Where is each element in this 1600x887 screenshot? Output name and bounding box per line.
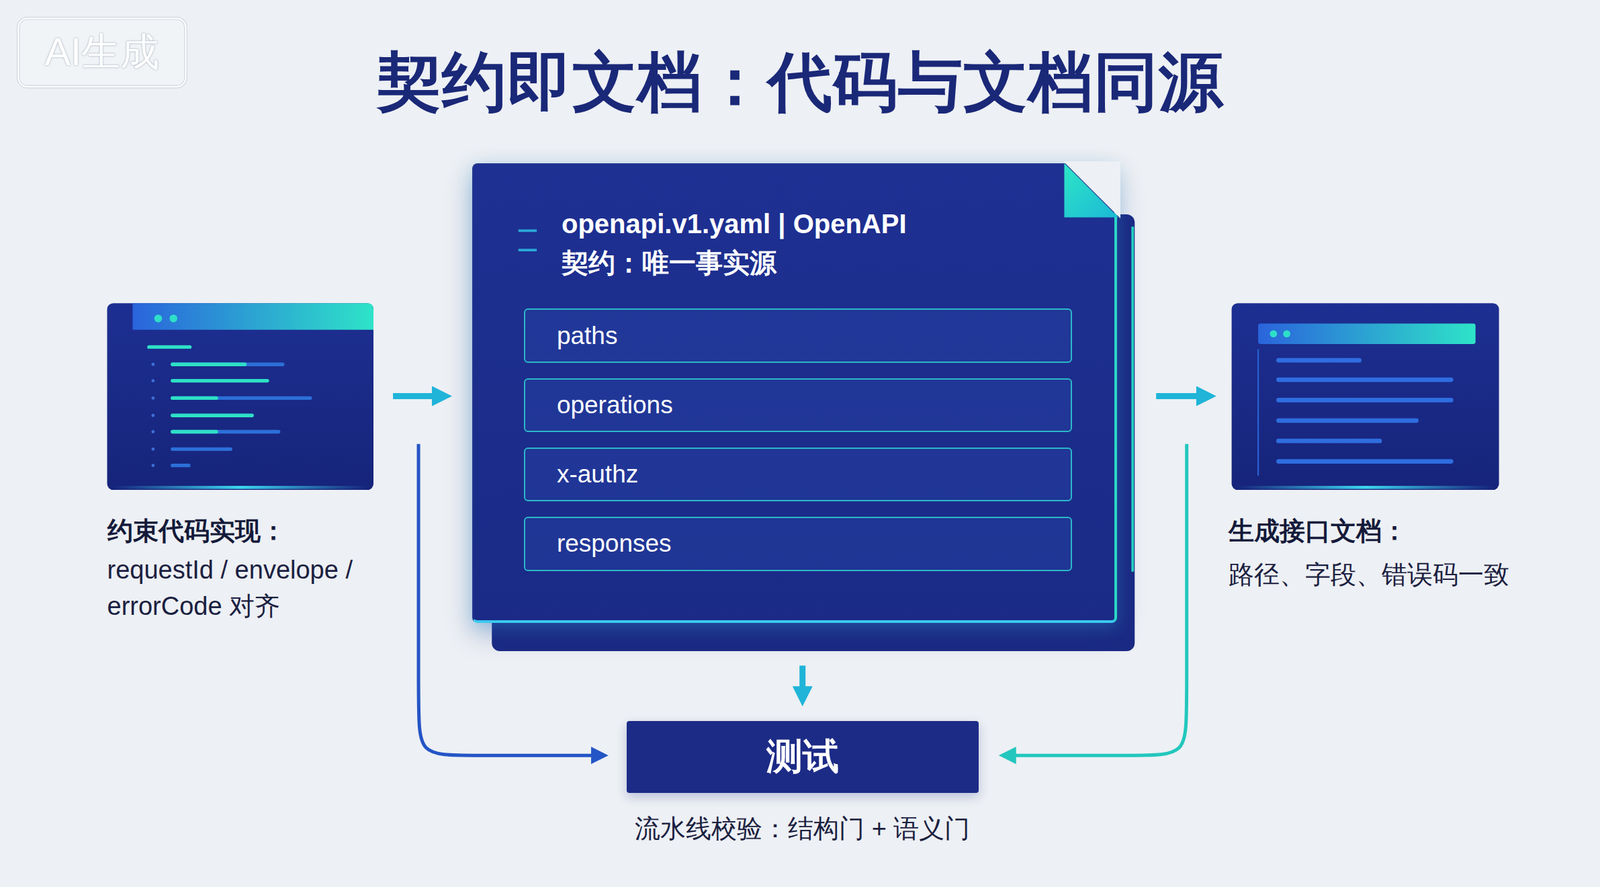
code-line [172,396,311,400]
header-dash [518,229,537,232]
window-title-bar [132,302,374,330]
doc-line [1278,397,1451,403]
connector-arrow [799,664,806,700]
line-bullets [151,362,155,467]
code-line [172,429,217,434]
section-name: responses [556,529,672,558]
line-bullet [151,362,155,367]
doc-line [1278,417,1416,423]
node-caption: 流水线校验：结构门 + 语义门 [634,812,970,844]
header-dash [518,248,537,252]
window-dot [1282,329,1291,338]
node-body: 路径、字段、错误码一致 [1228,556,1525,593]
node-heading: 约束代码实现： [107,512,363,549]
line-bullet [151,396,155,400]
test-box: 测试流水线校验：结构门 + 语义门 [626,720,979,794]
window-rule [1257,348,1259,475]
watermark: AI生成 [18,18,186,87]
connector-arrow [1005,443,1187,755]
section-name: operations [556,390,674,420]
line-bullet [151,447,155,451]
contract-document: openapi.v1.yaml | OpenAPI契约：唯一事实源 paths op… [472,163,1118,623]
code-line [172,362,246,367]
connector-arrow [392,392,447,399]
line-bullet [151,378,155,383]
watermark-frame-inner [18,18,186,87]
code-line [149,345,191,349]
code-window [107,302,374,490]
code-line [172,378,268,383]
doc-window [1231,302,1500,490]
node-heading: 测试 [766,732,839,782]
sheet-edge-glow [1131,226,1134,571]
line-bullet [151,429,155,434]
window-dot [1270,329,1278,338]
diagram-title: 契约即文档：代码与文档同源 [0,49,1600,115]
node-heading: 生成接口文档： [1228,512,1525,549]
doc-line [1278,377,1451,383]
code-line [172,396,217,400]
code-line [172,413,252,418]
section-name: x-authz [556,460,639,489]
doc-window-node: 生成接口文档： 路径、字段、错误码一致 [1228,302,1525,593]
code-line [172,362,283,367]
section-name: paths [556,321,618,350]
doc-line [1278,358,1359,363]
window-glow [1236,485,1494,490]
connector-arrow [418,443,602,755]
code-line [172,447,232,451]
schema-section-box: responses [523,516,1073,571]
code-line [172,429,279,434]
window-glow [112,485,369,490]
window-dot [154,314,163,323]
contract-subtitle: 契约：唯一事实源 [561,243,1116,283]
code-window-node: 约束代码实现：requestId / envelope / errorCode … [107,302,363,625]
window-title-bar [1258,323,1476,344]
line-bullet [151,413,155,418]
doc-lines [1278,360,1451,461]
doc-line [1278,438,1380,444]
code-line [172,463,189,467]
folded-corner [1063,163,1119,218]
file-name: openapi.v1.yaml | OpenAPI [561,204,1116,244]
node-body: requestId / envelope / errorCode 对齐 [107,551,363,625]
schema-section-box: x-authz [523,447,1073,502]
corner-cut [1063,161,1121,219]
line-bullet [151,463,155,467]
watermark-frame [18,18,186,87]
doc-line [1278,458,1451,464]
schema-section-box: operations [523,378,1073,433]
schema-section-box: paths [523,308,1073,363]
code-lines [149,346,311,465]
connector-arrow [1156,392,1211,399]
window-dot [169,314,178,323]
